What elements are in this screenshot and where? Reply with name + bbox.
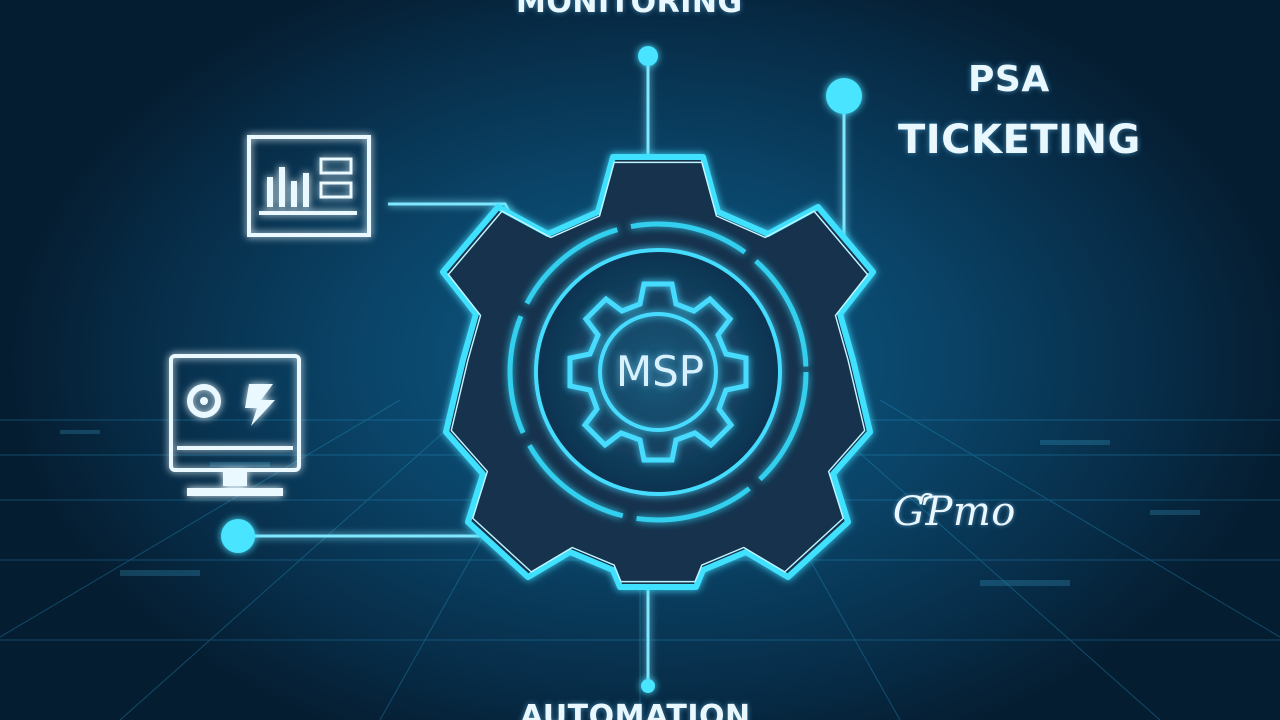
node-label-ticketing: TICKETING <box>898 117 1141 163</box>
connector-monitor <box>238 524 502 538</box>
dot-psa <box>826 78 862 114</box>
node-label-automation: AUTOMATION <box>520 699 751 720</box>
monitor-power-icon <box>169 354 301 496</box>
dot-monitor <box>221 519 255 553</box>
node-label-psa: PSA <box>968 59 1050 100</box>
hub-center-label: MSP <box>615 347 705 396</box>
dot-automation <box>641 679 655 693</box>
dot-monitoring <box>638 46 658 66</box>
main-gear <box>440 154 876 590</box>
connector-dots <box>221 46 862 693</box>
node-label-scribble: ƓƤmo <box>893 489 1016 535</box>
inner-gear <box>567 281 749 463</box>
node-label-monitoring: MONITORING <box>516 0 743 20</box>
outer-ring <box>507 221 809 523</box>
bar-chart-dashboard-icon <box>247 135 371 237</box>
